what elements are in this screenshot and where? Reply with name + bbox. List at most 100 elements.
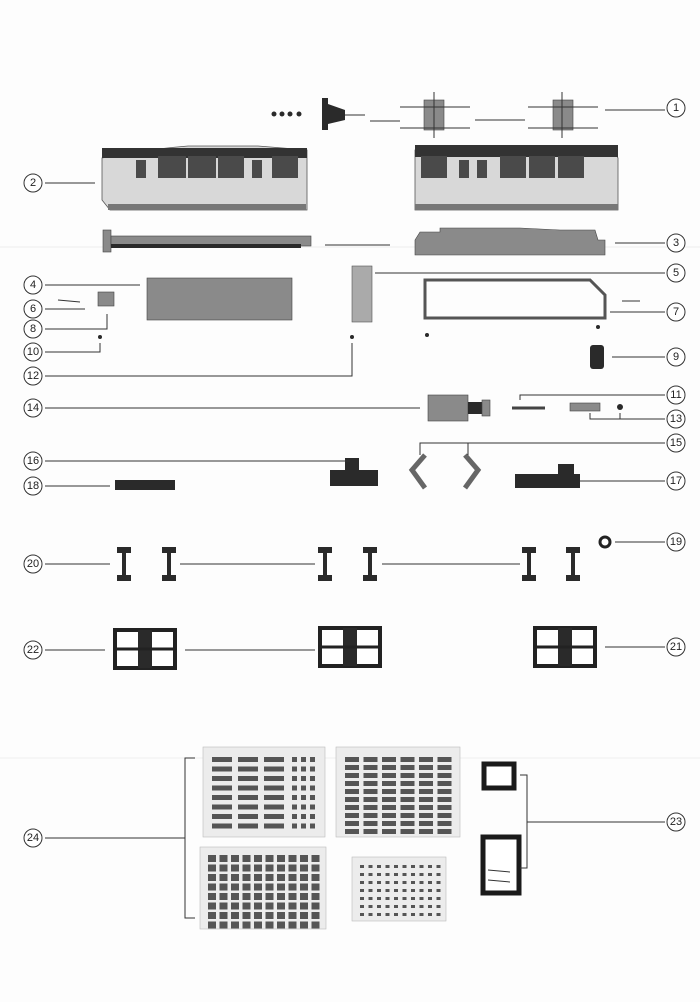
decal [300,864,308,872]
decal [238,804,258,810]
decal [310,776,315,781]
decal [400,781,415,786]
decal [231,864,239,872]
callout-8: 8 [23,319,43,339]
callout-22: 22 [23,640,43,660]
decal [400,821,415,826]
decal [212,814,232,819]
decal [400,813,415,818]
decal [300,855,308,862]
decal [242,921,251,929]
decal [419,765,433,770]
decal [345,805,359,810]
decal [288,883,297,891]
decal [264,795,284,800]
callout-number: 16 [27,455,39,467]
callout-circle [23,476,43,496]
decal [310,785,315,791]
callout-16: 16 [23,451,43,471]
decal [419,781,433,786]
decal [292,757,297,762]
decal [292,776,297,781]
callout-number: 8 [30,323,36,335]
decal [419,805,433,810]
decal [277,864,285,872]
callout-circle [666,532,686,552]
callout-14: 14 [23,398,43,418]
decal [219,912,228,919]
decal [419,757,433,762]
decal [377,889,381,892]
decal [264,814,284,819]
decal [238,785,258,791]
decal [345,781,359,786]
decal [300,912,308,919]
decal [311,921,320,929]
callout-number: 3 [673,237,679,249]
decal [436,881,441,884]
decal [212,776,232,781]
decal [208,912,216,919]
callout-number: 19 [670,536,682,548]
decal [345,757,359,762]
decal [345,789,359,794]
decal [419,797,433,802]
decal [254,921,262,929]
decal [208,874,216,881]
decal [363,797,378,802]
decal [382,773,396,778]
decal [437,829,452,834]
decal [238,776,258,781]
decal [377,905,381,908]
decal [264,757,284,762]
decal [265,902,274,910]
decal [242,912,251,919]
decal [385,865,390,868]
decal [212,757,232,762]
decal [437,797,452,802]
decal [363,821,378,826]
decal [277,912,285,919]
decal [231,855,239,862]
decal [368,897,373,900]
decal [264,766,284,772]
decal [242,893,251,900]
callout-4: 4 [23,275,43,295]
decal [300,921,308,929]
decal [419,881,424,884]
decal [288,874,297,881]
decal [254,912,262,919]
decal [360,889,364,892]
callout-number: 10 [27,346,39,358]
decal [394,881,398,884]
decal [265,855,274,862]
callout-circle [23,342,43,362]
decal [238,757,258,762]
decal [301,785,306,791]
decal [385,873,390,876]
decal [219,893,228,900]
decal [301,757,306,762]
decal [254,883,262,891]
decal [219,864,228,872]
decal [231,883,239,891]
decal [360,873,364,876]
callout-circle [23,366,43,386]
callout-number: 1 [673,102,679,114]
decal [212,804,232,810]
decal [402,897,407,900]
decal [277,855,285,862]
callout-number: 22 [27,644,39,656]
decal [238,814,258,819]
decal [411,881,415,884]
callout-number: 20 [27,558,39,570]
decal [363,773,378,778]
decal [382,797,396,802]
decal [419,889,424,892]
decal [219,874,228,881]
decal [402,865,407,868]
decal [288,912,297,919]
callout-circle [666,98,686,118]
decal [394,913,398,916]
callout-number: 24 [27,832,39,844]
